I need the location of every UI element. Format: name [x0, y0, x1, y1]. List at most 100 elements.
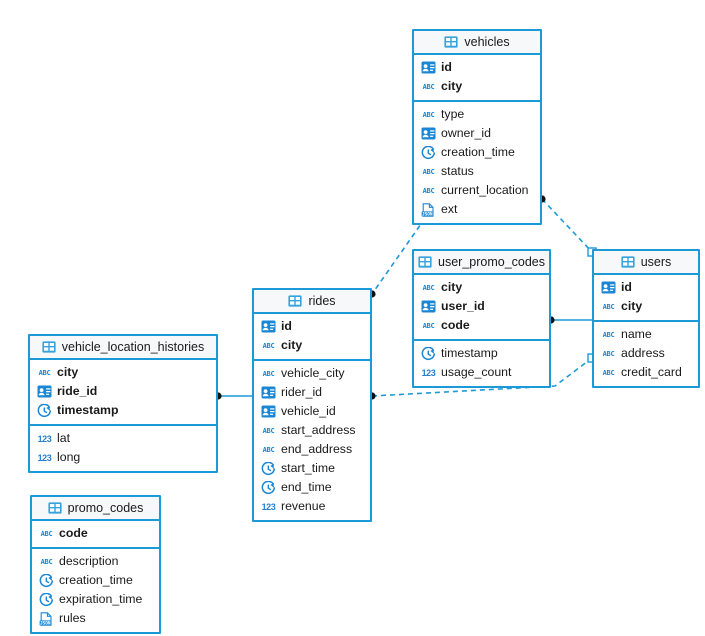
identity-card-icon	[601, 281, 616, 294]
abc-text-icon: ABC	[602, 368, 615, 377]
table-header[interactable]: rides	[254, 290, 370, 314]
field-name: vehicle_id	[281, 404, 336, 418]
123-number-icon: 123	[37, 452, 52, 463]
field-name: code	[441, 318, 470, 332]
field-row[interactable]: start_time	[254, 459, 370, 478]
field-row[interactable]: owner_id	[414, 124, 540, 143]
field-row[interactable]: rider_id	[254, 383, 370, 402]
field-row[interactable]: 123 revenue	[254, 497, 370, 516]
123-number-icon: 123	[261, 501, 276, 512]
field-row[interactable]: id	[594, 278, 698, 297]
field-name: city	[441, 79, 463, 93]
field-name: usage_count	[441, 365, 512, 379]
clock-icon	[37, 403, 52, 418]
field-row[interactable]: creation_time	[32, 571, 159, 590]
clock-icon	[421, 346, 436, 361]
svg-text:JSON: JSON	[422, 211, 433, 217]
relationship-vehicles-users	[538, 195, 597, 257]
field-name: lat	[57, 431, 70, 445]
field-name: rules	[59, 611, 86, 625]
field-name: description	[59, 554, 119, 568]
field-row[interactable]: ABC credit_card	[594, 363, 698, 382]
abc-text-icon: ABC	[422, 167, 435, 176]
abc-text-icon: ABC	[422, 110, 435, 119]
field-row[interactable]: vehicle_id	[254, 402, 370, 421]
identity-card-icon	[421, 61, 436, 74]
field-row[interactable]: id	[254, 317, 370, 336]
field-name: owner_id	[441, 126, 491, 140]
table-header[interactable]: vehicle_location_histories	[30, 336, 216, 360]
field-row[interactable]: ride_id	[30, 382, 216, 401]
table-header[interactable]: user_promo_codes	[414, 251, 549, 275]
table-header[interactable]: promo_codes	[32, 497, 159, 521]
abc-text-icon: ABC	[602, 349, 615, 358]
table-header[interactable]: vehicles	[414, 31, 540, 55]
field-row[interactable]: timestamp	[30, 401, 216, 420]
table-icon	[621, 256, 635, 268]
abc-text-icon: ABC	[40, 529, 53, 538]
field-row[interactable]: ABC type	[414, 105, 540, 124]
field-name: name	[621, 327, 652, 341]
identity-card-icon	[261, 320, 276, 333]
field-name: user_id	[441, 299, 485, 313]
abc-text-icon: ABC	[422, 283, 435, 292]
field-row[interactable]: creation_time	[414, 143, 540, 162]
field-row[interactable]: id	[414, 58, 540, 77]
table-name: vehicle_location_histories	[61, 340, 205, 354]
abc-text-icon: ABC	[602, 302, 615, 311]
field-name: type	[441, 107, 465, 121]
table-header[interactable]: users	[594, 251, 698, 275]
table-icon	[288, 295, 303, 307]
clock-icon	[39, 592, 54, 607]
field-row[interactable]: timestamp	[414, 344, 549, 363]
field-name: revenue	[281, 499, 326, 513]
relationship-user_promo_codes-users	[547, 316, 592, 324]
abc-text-icon: ABC	[262, 426, 275, 435]
identity-card-icon	[421, 300, 436, 313]
field-row[interactable]: end_time	[254, 478, 370, 497]
field-name: rider_id	[281, 385, 323, 399]
field-name: expiration_time	[59, 592, 143, 606]
field-name: id	[621, 280, 632, 294]
table-icon	[418, 256, 432, 268]
clock-icon	[261, 461, 276, 476]
field-name: credit_card	[621, 365, 682, 379]
field-row[interactable]: user_id	[414, 297, 549, 316]
table-icon	[444, 36, 459, 48]
table-name: promo_codes	[67, 501, 144, 515]
field-row[interactable]: expiration_time	[32, 590, 159, 609]
clock-icon	[39, 573, 54, 588]
table-icon	[42, 341, 56, 353]
